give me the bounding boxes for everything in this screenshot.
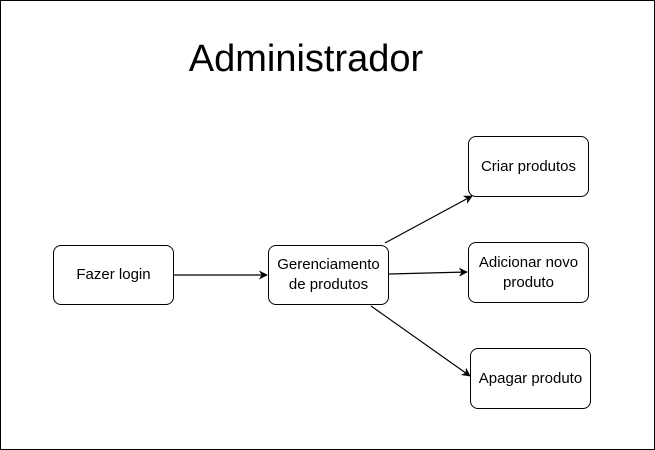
node-criar-produtos: Criar produtos [468,136,589,197]
edge-manage-to-delete [370,305,471,377]
node-fazer-login: Fazer login [53,245,174,305]
node-gerenciamento-de-produtos: Gerenciamento de produtos [268,245,389,305]
node-adicionar-novo-produto: Adicionar novo produto [468,242,589,303]
edge-manage-to-create [384,195,473,244]
diagram-title: Administrador [188,38,424,80]
node-apagar-produto: Apagar produto [470,348,591,409]
edge-manage-to-add [388,267,468,277]
